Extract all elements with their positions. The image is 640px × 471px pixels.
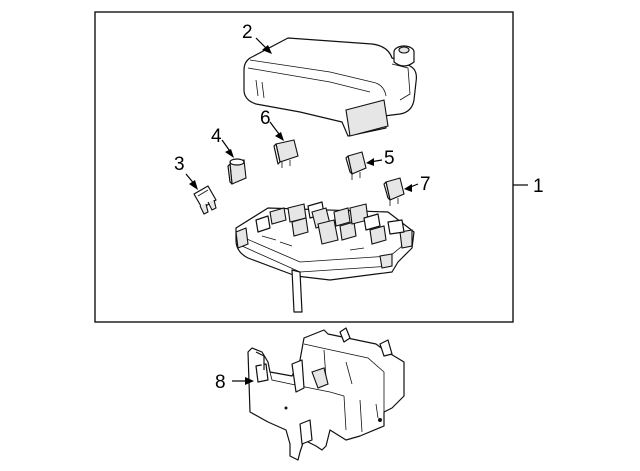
callout-6: 6 <box>260 108 271 129</box>
arrowhead-6 <box>275 132 284 141</box>
arrowhead-3 <box>189 180 198 190</box>
assembly-border-box <box>94 11 514 323</box>
arrowhead-5 <box>366 158 374 166</box>
arrowhead-2 <box>262 45 272 54</box>
callout-5: 5 <box>384 148 395 169</box>
relay-7-icon <box>383 177 405 206</box>
relay-5-icon <box>345 151 367 180</box>
callout-7: 7 <box>420 174 431 195</box>
arrowhead-7 <box>404 184 412 192</box>
fuse-block-body-icon <box>235 201 415 313</box>
callout-1: 1 <box>533 176 544 197</box>
callout-2: 2 <box>242 22 253 43</box>
cover-lid-icon <box>243 37 417 137</box>
arrowhead-4 <box>225 149 234 158</box>
mini-fuse-3-icon <box>193 185 217 215</box>
relay-6-icon <box>273 139 299 168</box>
callout-8: 8 <box>215 372 226 393</box>
arrowhead-8 <box>245 377 254 385</box>
callout-3: 3 <box>174 154 185 175</box>
relay-4-icon <box>227 158 247 185</box>
callout-4: 4 <box>211 126 222 147</box>
mounting-bracket-8-icon <box>247 327 405 461</box>
